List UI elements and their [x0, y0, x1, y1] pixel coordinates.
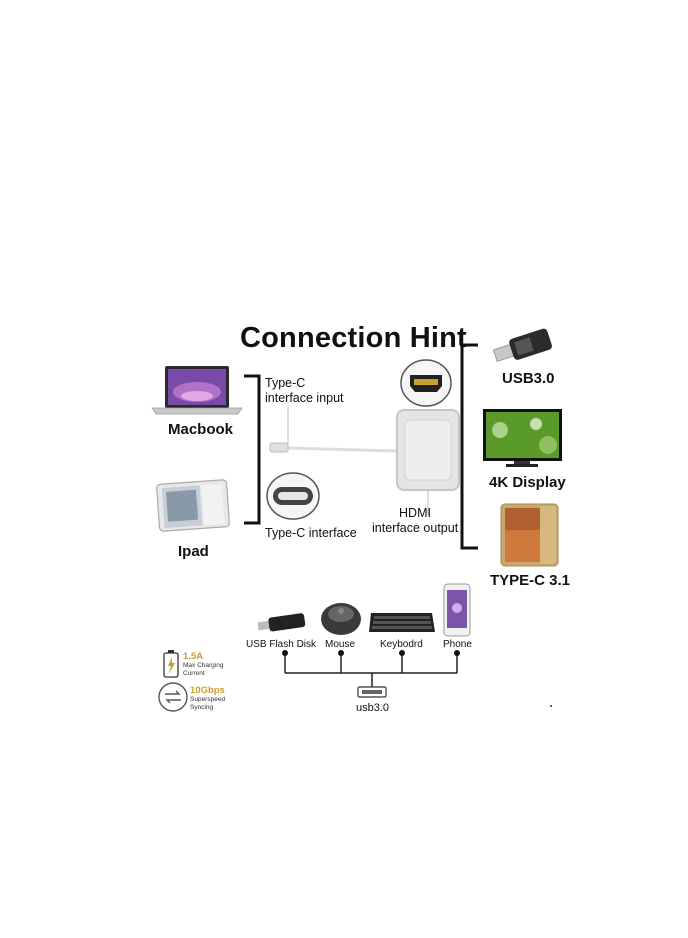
typec31-label: TYPE-C 3.1 — [490, 572, 571, 589]
sync-value: 10Gbps — [190, 685, 225, 696]
usb-flash-disk-label: USB Flash Disk — [246, 639, 317, 650]
macbook-label: Macbook — [168, 421, 234, 438]
hdmi-output-label: HDMI interface output — [372, 506, 459, 535]
mouse-image — [321, 603, 361, 635]
charging-value: 1.5A — [183, 651, 204, 662]
left-bracket — [244, 374, 261, 525]
typec-input-label: Type-C interface input — [265, 376, 344, 405]
battery-icon — [163, 650, 179, 678]
usb30-label: USB3.0 — [502, 370, 555, 387]
hdmi-port-icon — [400, 359, 452, 407]
typec-port-icon — [266, 472, 320, 520]
sync-desc: Superspeed Syncing — [190, 696, 226, 711]
typec-plug — [269, 442, 289, 453]
ipad-label: Ipad — [178, 543, 209, 560]
hub-phone-image — [443, 583, 471, 637]
mouse-label: Mouse — [325, 639, 356, 650]
macbook-image — [151, 366, 243, 415]
usb30-port-label: usb3.0 — [356, 702, 390, 714]
adapter-cable — [287, 446, 399, 453]
4k-display-label: 4K Display — [489, 474, 566, 491]
phone-image — [500, 503, 559, 567]
charging-desc: Max Charging Current — [183, 662, 224, 677]
usb-flash-disk-image — [257, 613, 306, 632]
usb-port-icon — [357, 686, 387, 698]
typec-interface-label: Type-C interface — [265, 526, 357, 540]
display-image — [483, 409, 562, 467]
hub-connector-lines — [284, 653, 458, 687]
sync-icon — [158, 682, 188, 712]
keyboard-image — [369, 613, 435, 632]
keyboard-label: Keybodrd — [380, 639, 423, 650]
ipad-image — [156, 479, 230, 532]
right-bracket — [460, 343, 478, 550]
usb-drive-image — [492, 328, 552, 362]
diagram-title: Connection Hint — [240, 322, 467, 354]
phone-label: Phone — [443, 639, 472, 650]
